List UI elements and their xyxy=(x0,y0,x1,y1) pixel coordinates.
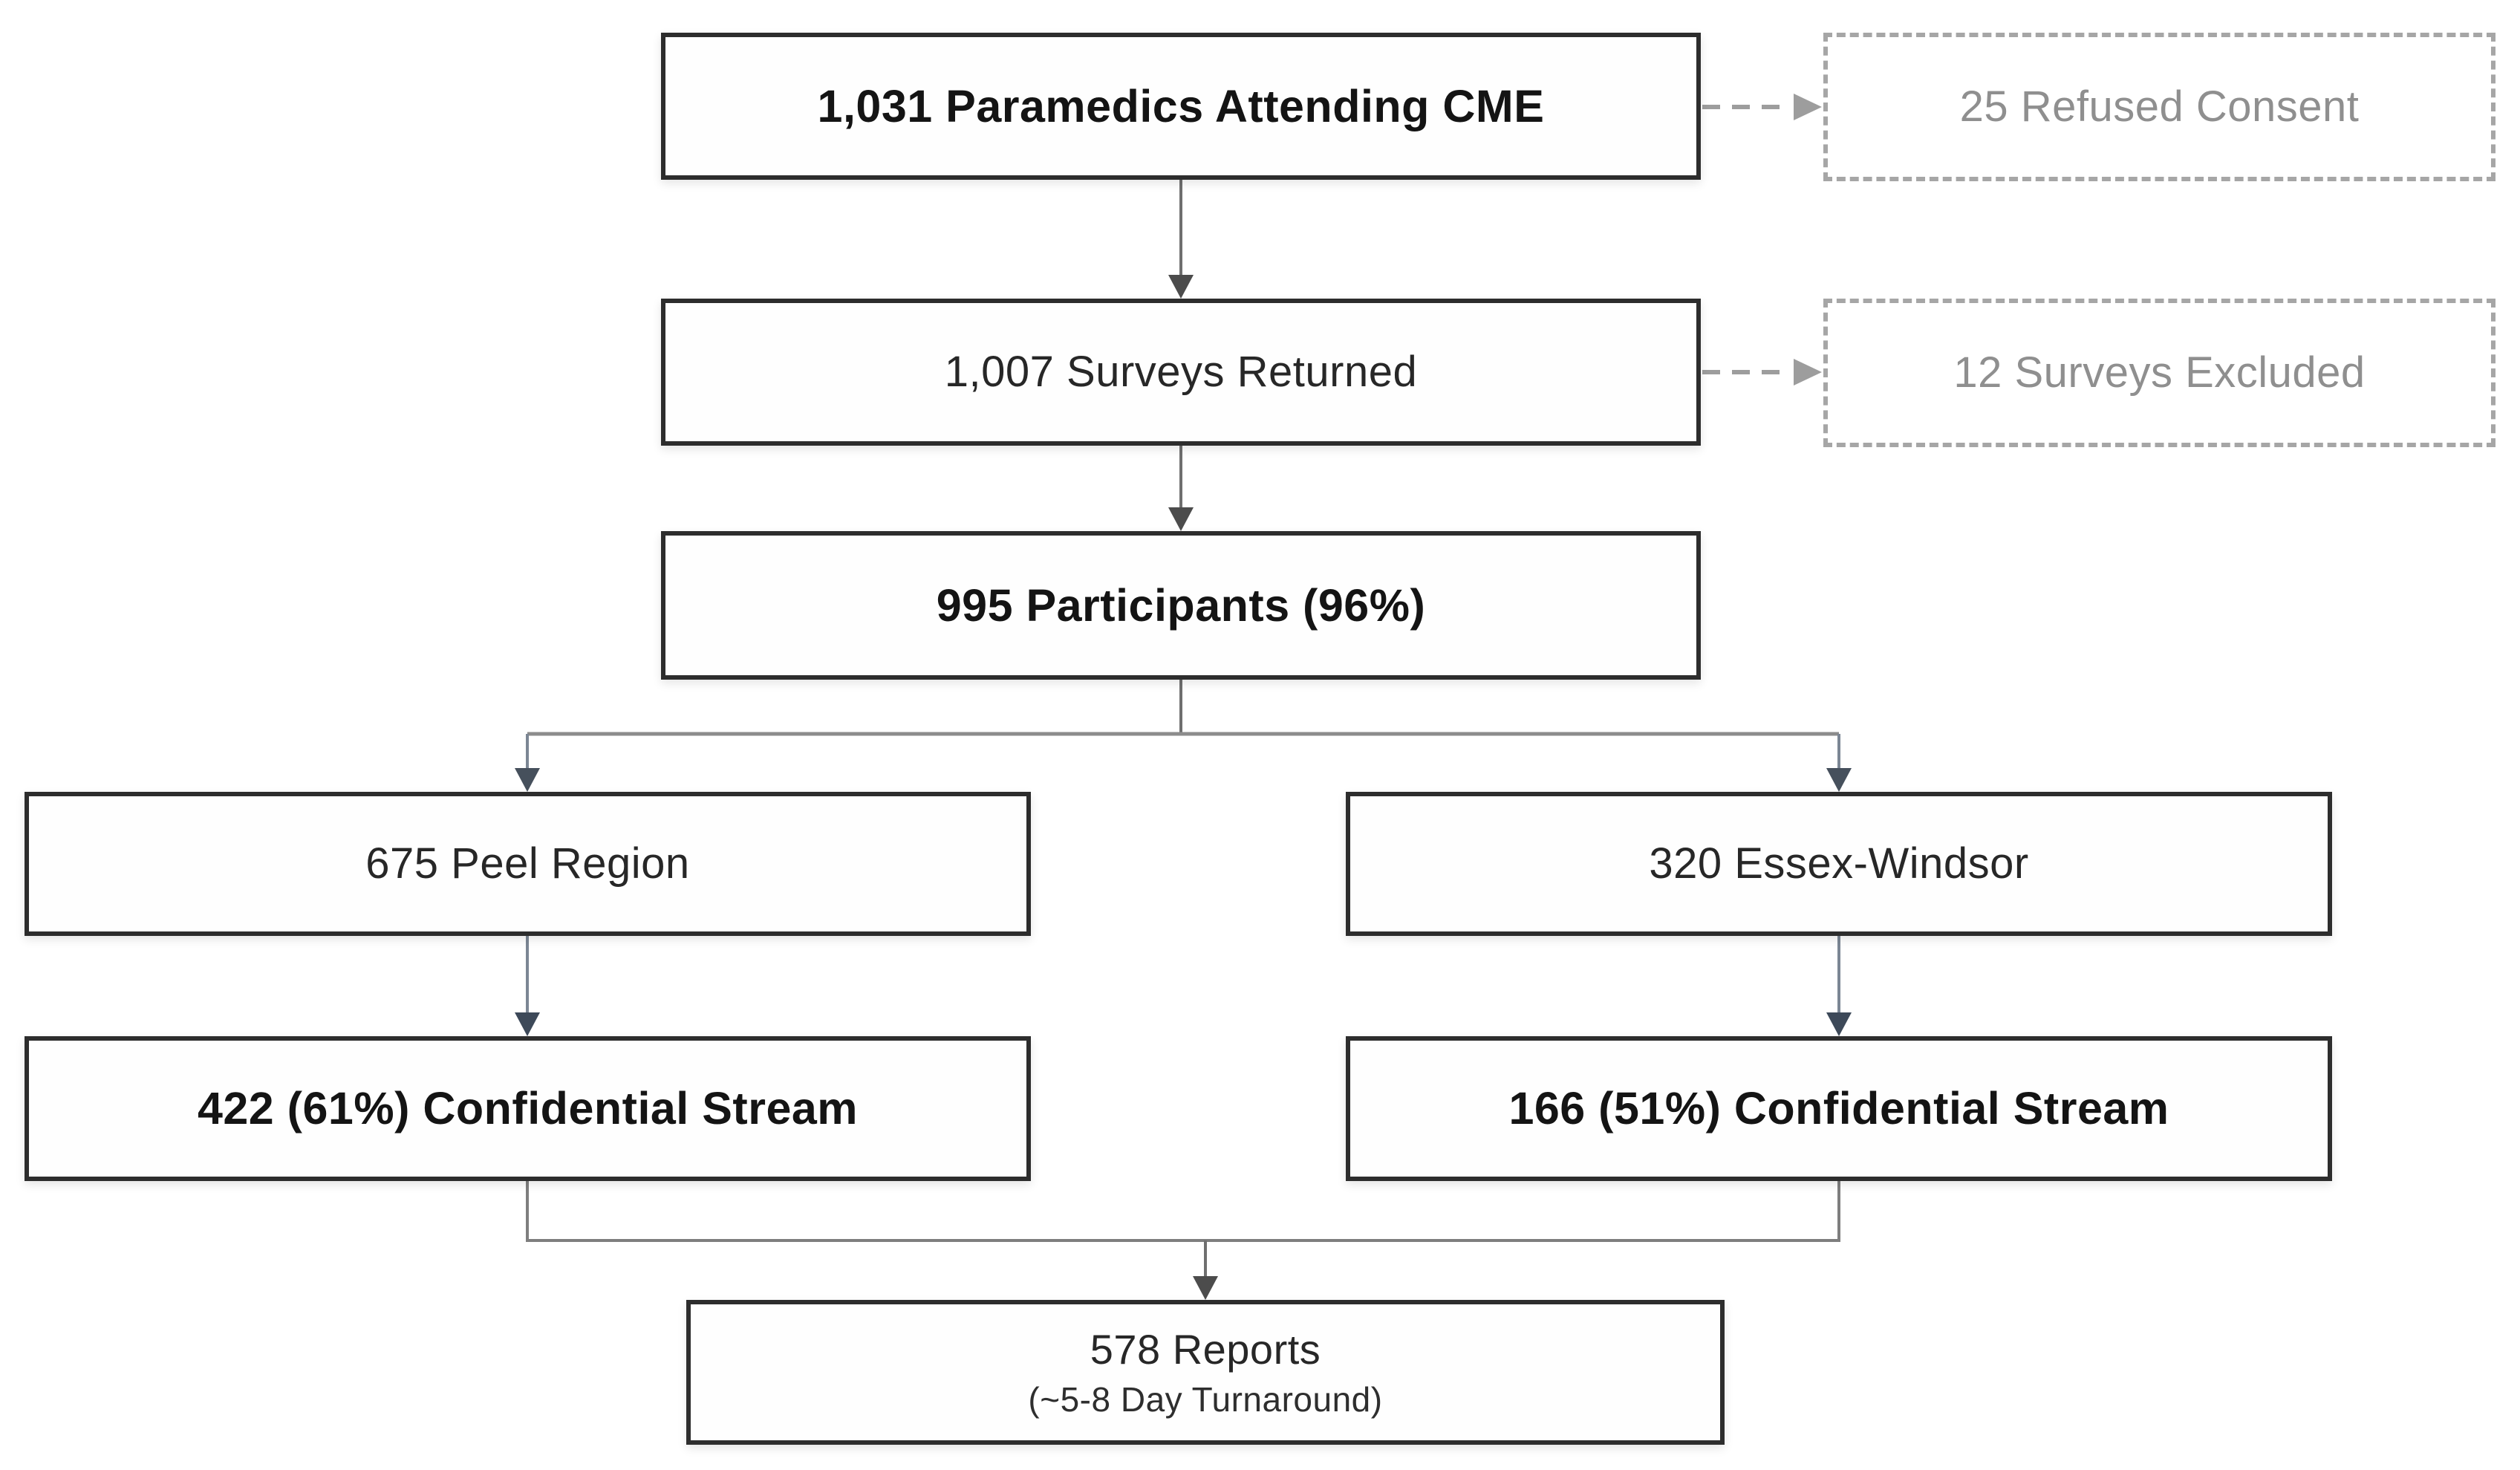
node-essex-windsor: 320 Essex-Windsor xyxy=(1346,792,2332,936)
node-paramedics-attending-cme: 1,031 Paramedics Attending CME xyxy=(661,33,1701,180)
dashed-arrow-surveys-to-excluded xyxy=(1702,359,1822,386)
node-label: 1,007 Surveys Returned xyxy=(944,347,1418,396)
node-label: 422 (61%) Confidential Stream xyxy=(197,1083,859,1134)
arrow-peel-to-confidential xyxy=(515,936,540,1036)
node-peel-region: 675 Peel Region xyxy=(25,792,1031,936)
node-surveys-returned: 1,007 Surveys Returned xyxy=(661,299,1701,446)
split-participants-to-regions xyxy=(515,680,1852,792)
node-surveys-excluded: 12 Surveys Excluded xyxy=(1823,299,2495,447)
node-peel-confidential-stream: 422 (61%) Confidential Stream xyxy=(25,1036,1031,1181)
node-label: 995 Participants (96%) xyxy=(936,579,1426,631)
arrow-surveys-to-participants xyxy=(1168,446,1194,531)
node-label: 25 Refused Consent xyxy=(1959,82,2360,131)
node-reports: 578 Reports (~5-8 Day Turnaround) xyxy=(686,1300,1725,1445)
dashed-arrow-attending-to-refused xyxy=(1702,94,1822,120)
merge-streams-to-reports xyxy=(526,1181,1840,1300)
arrow-essex-to-confidential xyxy=(1826,936,1852,1036)
node-participants: 995 Participants (96%) xyxy=(661,531,1701,680)
node-label: 12 Surveys Excluded xyxy=(1953,348,2366,397)
node-label: 166 (51%) Confidential Stream xyxy=(1508,1083,2169,1134)
node-sublabel: (~5-8 Day Turnaround) xyxy=(1028,1380,1383,1419)
node-label: 320 Essex-Windsor xyxy=(1649,839,2029,888)
node-essex-confidential-stream: 166 (51%) Confidential Stream xyxy=(1346,1036,2332,1181)
node-label: 1,031 Paramedics Attending CME xyxy=(817,80,1545,131)
node-label: 675 Peel Region xyxy=(365,839,690,888)
node-label: 578 Reports xyxy=(1090,1326,1321,1373)
node-refused-consent: 25 Refused Consent xyxy=(1823,33,2495,181)
arrow-attending-to-surveys xyxy=(1168,180,1194,299)
